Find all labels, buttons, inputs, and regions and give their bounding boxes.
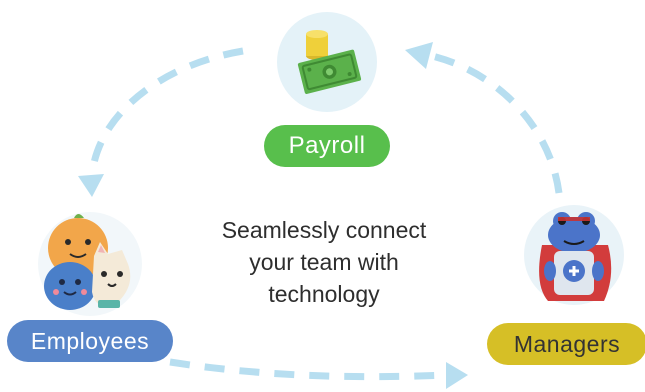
arrowhead-employees [78,174,104,197]
arrow-payroll-to-employees [88,47,244,176]
tagline: Seamlessly connect your team with techno… [193,214,455,310]
payroll-pill: Payroll [264,125,390,167]
employees-pill: Employees [7,320,173,362]
arrowhead-payroll [405,42,433,69]
arrow-managers-to-payroll [427,51,563,194]
money-icon [277,12,377,112]
tagline-line-1: Seamlessly connect [221,217,427,243]
employees-avatar-icon [38,212,142,316]
arrowhead-managers [446,362,468,389]
frog-manager-icon [524,205,624,305]
tagline-line-2: your team with [249,249,399,275]
managers-pill: Managers [487,323,645,365]
arrow-employees-to-managers [169,358,449,381]
tagline-line-3: technology [268,281,380,307]
